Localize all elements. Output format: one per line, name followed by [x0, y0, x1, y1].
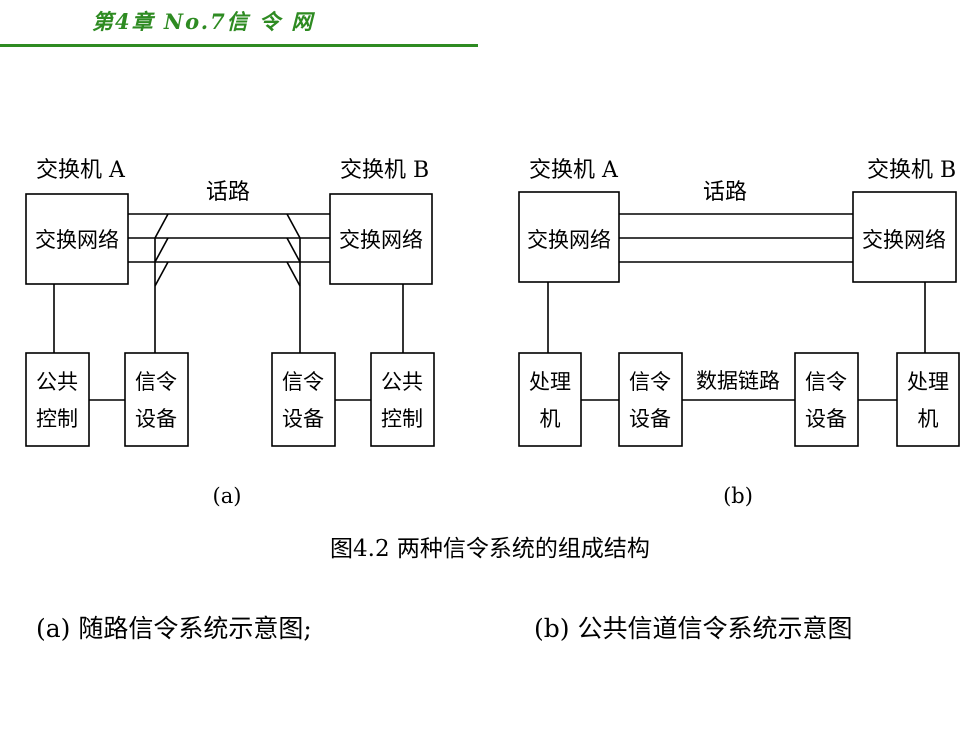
chapter-header-title: 第4章 No.7信 令 网	[92, 9, 315, 34]
switch-a-label: 交换机 A	[529, 158, 619, 183]
switch-b-label: 交换机 B	[867, 158, 956, 183]
signaling-device-label: 设备	[282, 407, 324, 431]
header-rule	[0, 44, 478, 47]
processor-box-left	[518, 352, 582, 447]
processor-label: 机	[918, 407, 939, 431]
common-control-label: 公共	[36, 370, 78, 394]
signaling-device-label: 信令	[629, 370, 671, 394]
switch-a-label: 交换机 A	[36, 158, 126, 183]
signaling-device-box-a-left	[124, 352, 189, 447]
subcaption-b: (b) 公共信道信令系统示意图	[534, 614, 853, 643]
common-control-label: 控制	[36, 407, 78, 431]
switching-network-box-a-right	[329, 193, 433, 285]
signaling-device-label: 信令	[282, 370, 324, 394]
switch-b-label: 交换机 B	[340, 158, 429, 183]
signaling-device-label: 设备	[135, 407, 177, 431]
processor-label: 处理	[907, 370, 949, 394]
common-control-box-left	[25, 352, 90, 447]
switching-network-label: 交换网络	[862, 228, 946, 252]
common-control-label: 公共	[381, 370, 423, 394]
signaling-device-label: 信令	[135, 370, 177, 394]
switching-network-box-a-left	[25, 193, 129, 285]
subfigure-a-label: (a)	[213, 484, 242, 508]
subfigure-b-label: (b)	[723, 484, 753, 508]
signaling-device-label: 信令	[805, 370, 847, 394]
processor-box-right	[896, 352, 960, 447]
voice-path-label: 话路	[206, 180, 250, 205]
switching-network-label: 交换网络	[35, 228, 119, 252]
common-control-box-right	[370, 352, 435, 447]
common-control-label: 控制	[381, 407, 423, 431]
processor-label: 处理	[529, 370, 571, 394]
switching-network-box-b-right	[852, 191, 957, 283]
processor-label: 机	[540, 407, 561, 431]
signaling-device-box-b-left	[618, 352, 683, 447]
data-link-label: 数据链路	[696, 369, 780, 393]
subcaption-a: (a) 随路信令系统示意图;	[36, 614, 312, 643]
signaling-device-label: 设备	[805, 407, 847, 431]
switching-network-label: 交换网络	[527, 228, 611, 252]
switching-network-box-b-left	[518, 191, 620, 283]
voice-path-label: 话路	[703, 180, 747, 205]
figure-caption: 图4.2 两种信令系统的组成结构	[330, 536, 650, 562]
signaling-device-box-b-right	[794, 352, 859, 447]
switching-network-label: 交换网络	[339, 228, 423, 252]
signaling-device-label: 设备	[629, 407, 671, 431]
signaling-device-box-a-right	[271, 352, 336, 447]
